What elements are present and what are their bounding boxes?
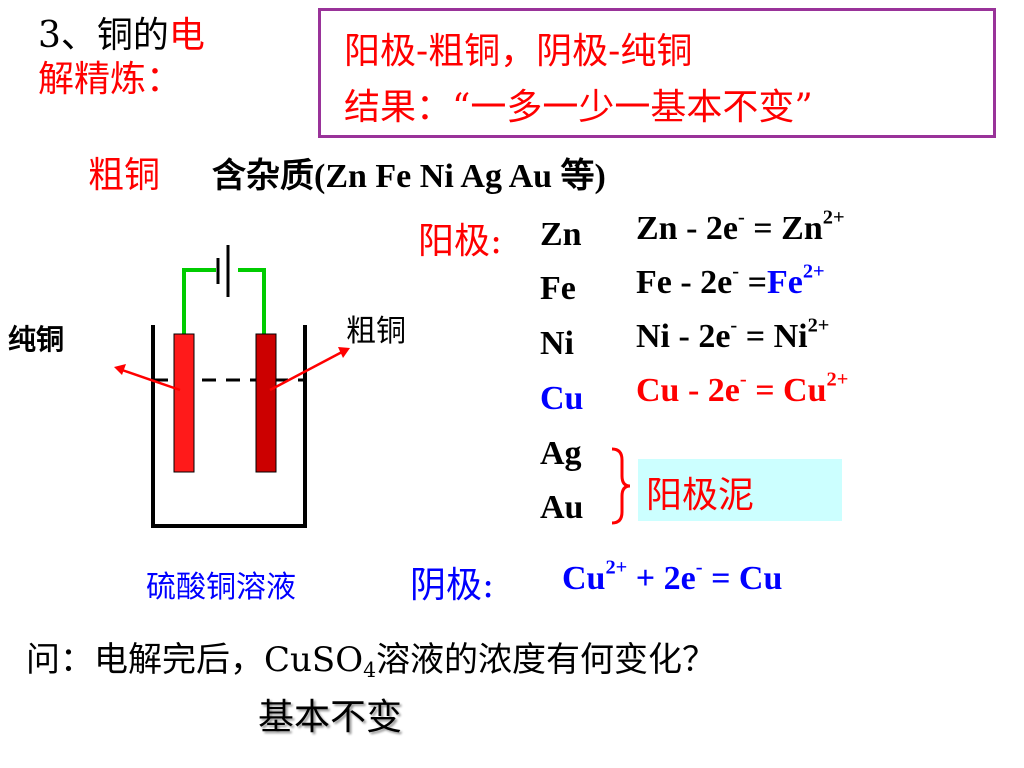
answer-text: 基本不变 — [258, 697, 403, 738]
metal-zn: Zn — [540, 216, 582, 253]
brace-icon — [611, 447, 631, 525]
anode-sludge-label: 阳极泥 — [646, 475, 755, 516]
solution-label: 硫酸铜溶液 — [146, 570, 296, 605]
metal-au: Au — [540, 489, 584, 526]
equation-ni: Ni - 2e- = Ni2+ — [636, 314, 830, 355]
pure-copper-electrode — [173, 333, 195, 473]
crude-copper-diagram-label: 粗铜 — [346, 314, 406, 349]
beaker — [151, 325, 307, 528]
crude-copper-electrode — [255, 333, 277, 473]
equation-cu: Cu - 2e- = Cu2+ — [636, 368, 849, 409]
summary-line1: 阳极-粗铜，阴极-纯铜 — [344, 31, 693, 72]
metal-ag: Ag — [540, 435, 582, 472]
pure-copper-arrowhead — [114, 364, 126, 375]
crude-copper-pointer — [269, 350, 343, 392]
electrolysis-apparatus — [114, 245, 350, 528]
cathode-label: 阴极: — [410, 565, 495, 606]
section-title: 3、铜的电 解精炼： — [38, 14, 205, 102]
title-highlight: 电 — [168, 15, 205, 56]
metal-ni: Ni — [540, 325, 574, 362]
title-prefix: 3、铜的 — [38, 15, 169, 56]
anode-sludge-box — [638, 459, 842, 521]
crude-copper-label: 粗铜 — [88, 155, 161, 196]
question-text: 问：电解完后，CuSO4溶液的浓度有何变化？ — [26, 640, 717, 683]
wire-left — [182, 268, 216, 334]
wire-right — [238, 268, 266, 334]
title-line2: 解精炼： — [38, 59, 183, 100]
equation-zn: Zn - 2e- = Zn2+ — [636, 206, 845, 247]
crude-copper-arrowhead — [338, 347, 350, 358]
summary-box — [318, 8, 996, 138]
impurity-text: 含杂质(Zn Fe Ni Ag Au 等) — [212, 158, 606, 195]
metal-cu: Cu — [540, 380, 584, 417]
cathode-equation: Cu2+ + 2e- = Cu — [562, 556, 783, 597]
anode-label: 阳极: — [418, 221, 503, 262]
summary-line2: 结果：“一多一少一基本不变” — [344, 87, 813, 128]
pure-copper-pointer — [121, 368, 181, 392]
metal-fe: Fe — [540, 270, 576, 307]
pure-copper-label: 纯铜 — [8, 323, 65, 356]
equation-fe: Fe - 2e- =Fe2+ — [636, 260, 825, 301]
